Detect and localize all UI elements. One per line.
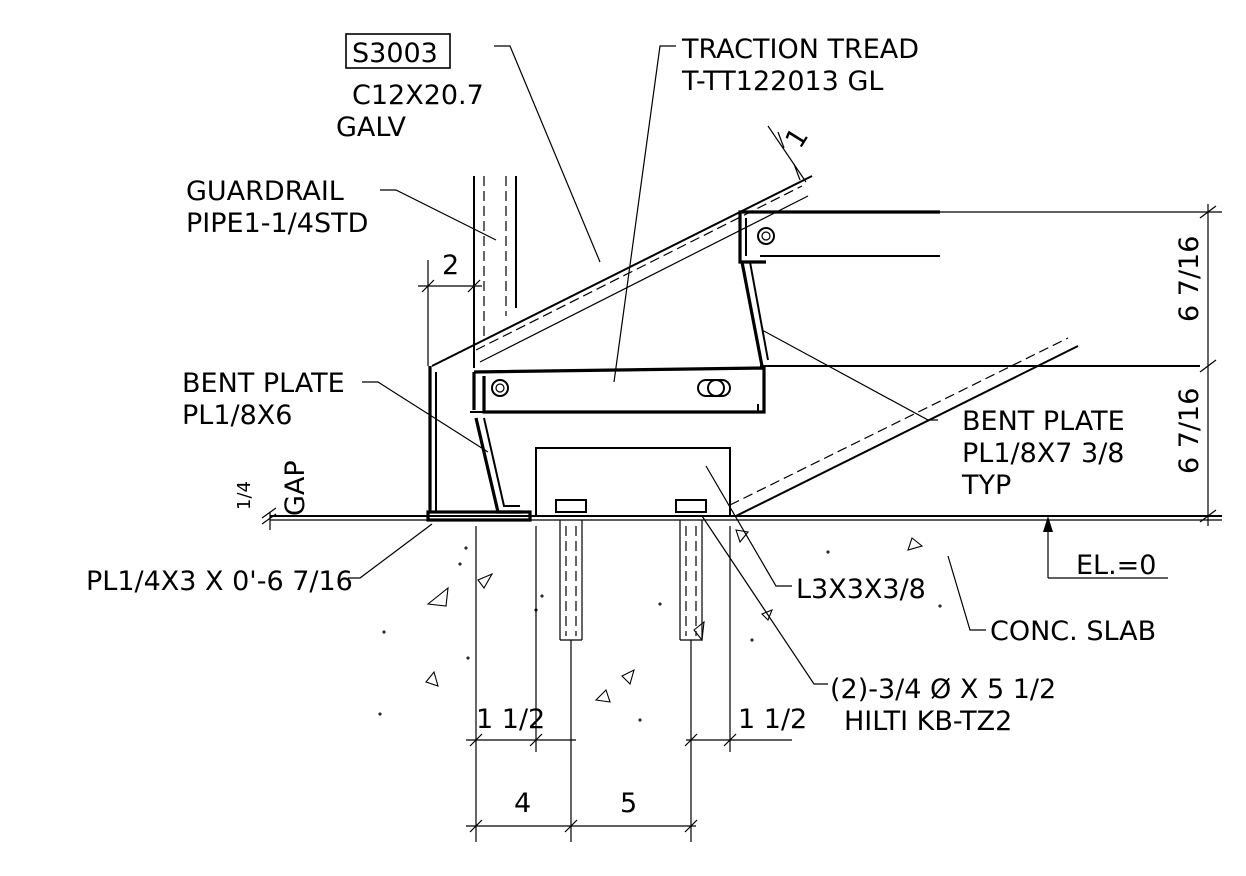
bent-plate-right-size-label: PL1/8X7 3/8 (962, 438, 1125, 469)
bent-plate-right (740, 261, 764, 367)
anchor-type-label: HILTI KB-TZ2 (844, 706, 1012, 737)
tread-title-label: TRACTION TREAD (681, 34, 919, 65)
base-plate-label: PL1/4X3 X 0'-6 7/16 (86, 566, 353, 597)
guardrail-pipe-label: PIPE1-1/4STD (186, 208, 368, 239)
dim-edge-left: 1 1/2 (476, 704, 545, 735)
bent-plate-left-size-label: PL1/8X6 (182, 400, 292, 431)
bent-plate-lower-left-inner (483, 417, 520, 507)
bolt-icon (491, 379, 509, 397)
elevation-label: EL.=0 (1076, 550, 1157, 581)
tread-part-label: T-TT122013 GL (681, 66, 883, 97)
anchor-qty-label: (2)-3/4 Ø X 5 1/2 (830, 674, 1056, 705)
tag-label: S3003 (352, 38, 438, 69)
bent-plate-lower-left (474, 417, 522, 514)
dim-rail-offset: 2 (442, 250, 459, 281)
anchor-bolt-right (675, 499, 707, 641)
gap-value-label: 1/4 (234, 481, 255, 510)
bolt-icon (757, 227, 775, 245)
anchor-bolt-left (555, 499, 587, 641)
channel-size-label: C12X20.7 (352, 80, 484, 111)
concrete-aggregate (378, 529, 942, 722)
dim-tread-thickness: 1 (780, 123, 815, 154)
bent-plate-right-title-label: BENT PLATE (962, 406, 1125, 437)
gap-word-label: GAP (280, 460, 311, 516)
slab-label: CONC. SLAB (990, 616, 1156, 647)
lower-tread-lip (470, 404, 759, 413)
bolt-icon (697, 379, 731, 397)
upper-tread (738, 210, 940, 264)
angle-l3x3 (535, 447, 731, 517)
stringer-top-inner (479, 195, 809, 363)
dim-riser-upper: 6 7/16 (1174, 236, 1205, 322)
stringer-top (431, 175, 813, 367)
lower-tread (472, 366, 766, 414)
bent-plate-right-inner (749, 261, 769, 361)
dim-spacing-5: 5 (620, 788, 637, 819)
guardrail-title-label: GUARDRAIL (186, 176, 344, 207)
dim-edge-right: 1 1/2 (738, 704, 807, 735)
bent-plate-left-title-label: BENT PLATE (182, 368, 345, 399)
dim-spacing-4: 4 (514, 788, 531, 819)
stringer-bottom-inner (729, 337, 1069, 506)
channel-finish-label: GALV (336, 112, 406, 143)
tag-box (345, 33, 451, 69)
bent-plate-right-typ-label: TYP (961, 470, 1011, 501)
stringer-bottom (735, 345, 1079, 517)
dim-riser-lower: 6 7/16 (1174, 388, 1205, 474)
base-plate (426, 510, 532, 522)
angle-label: L3X3X3/8 (796, 574, 926, 605)
